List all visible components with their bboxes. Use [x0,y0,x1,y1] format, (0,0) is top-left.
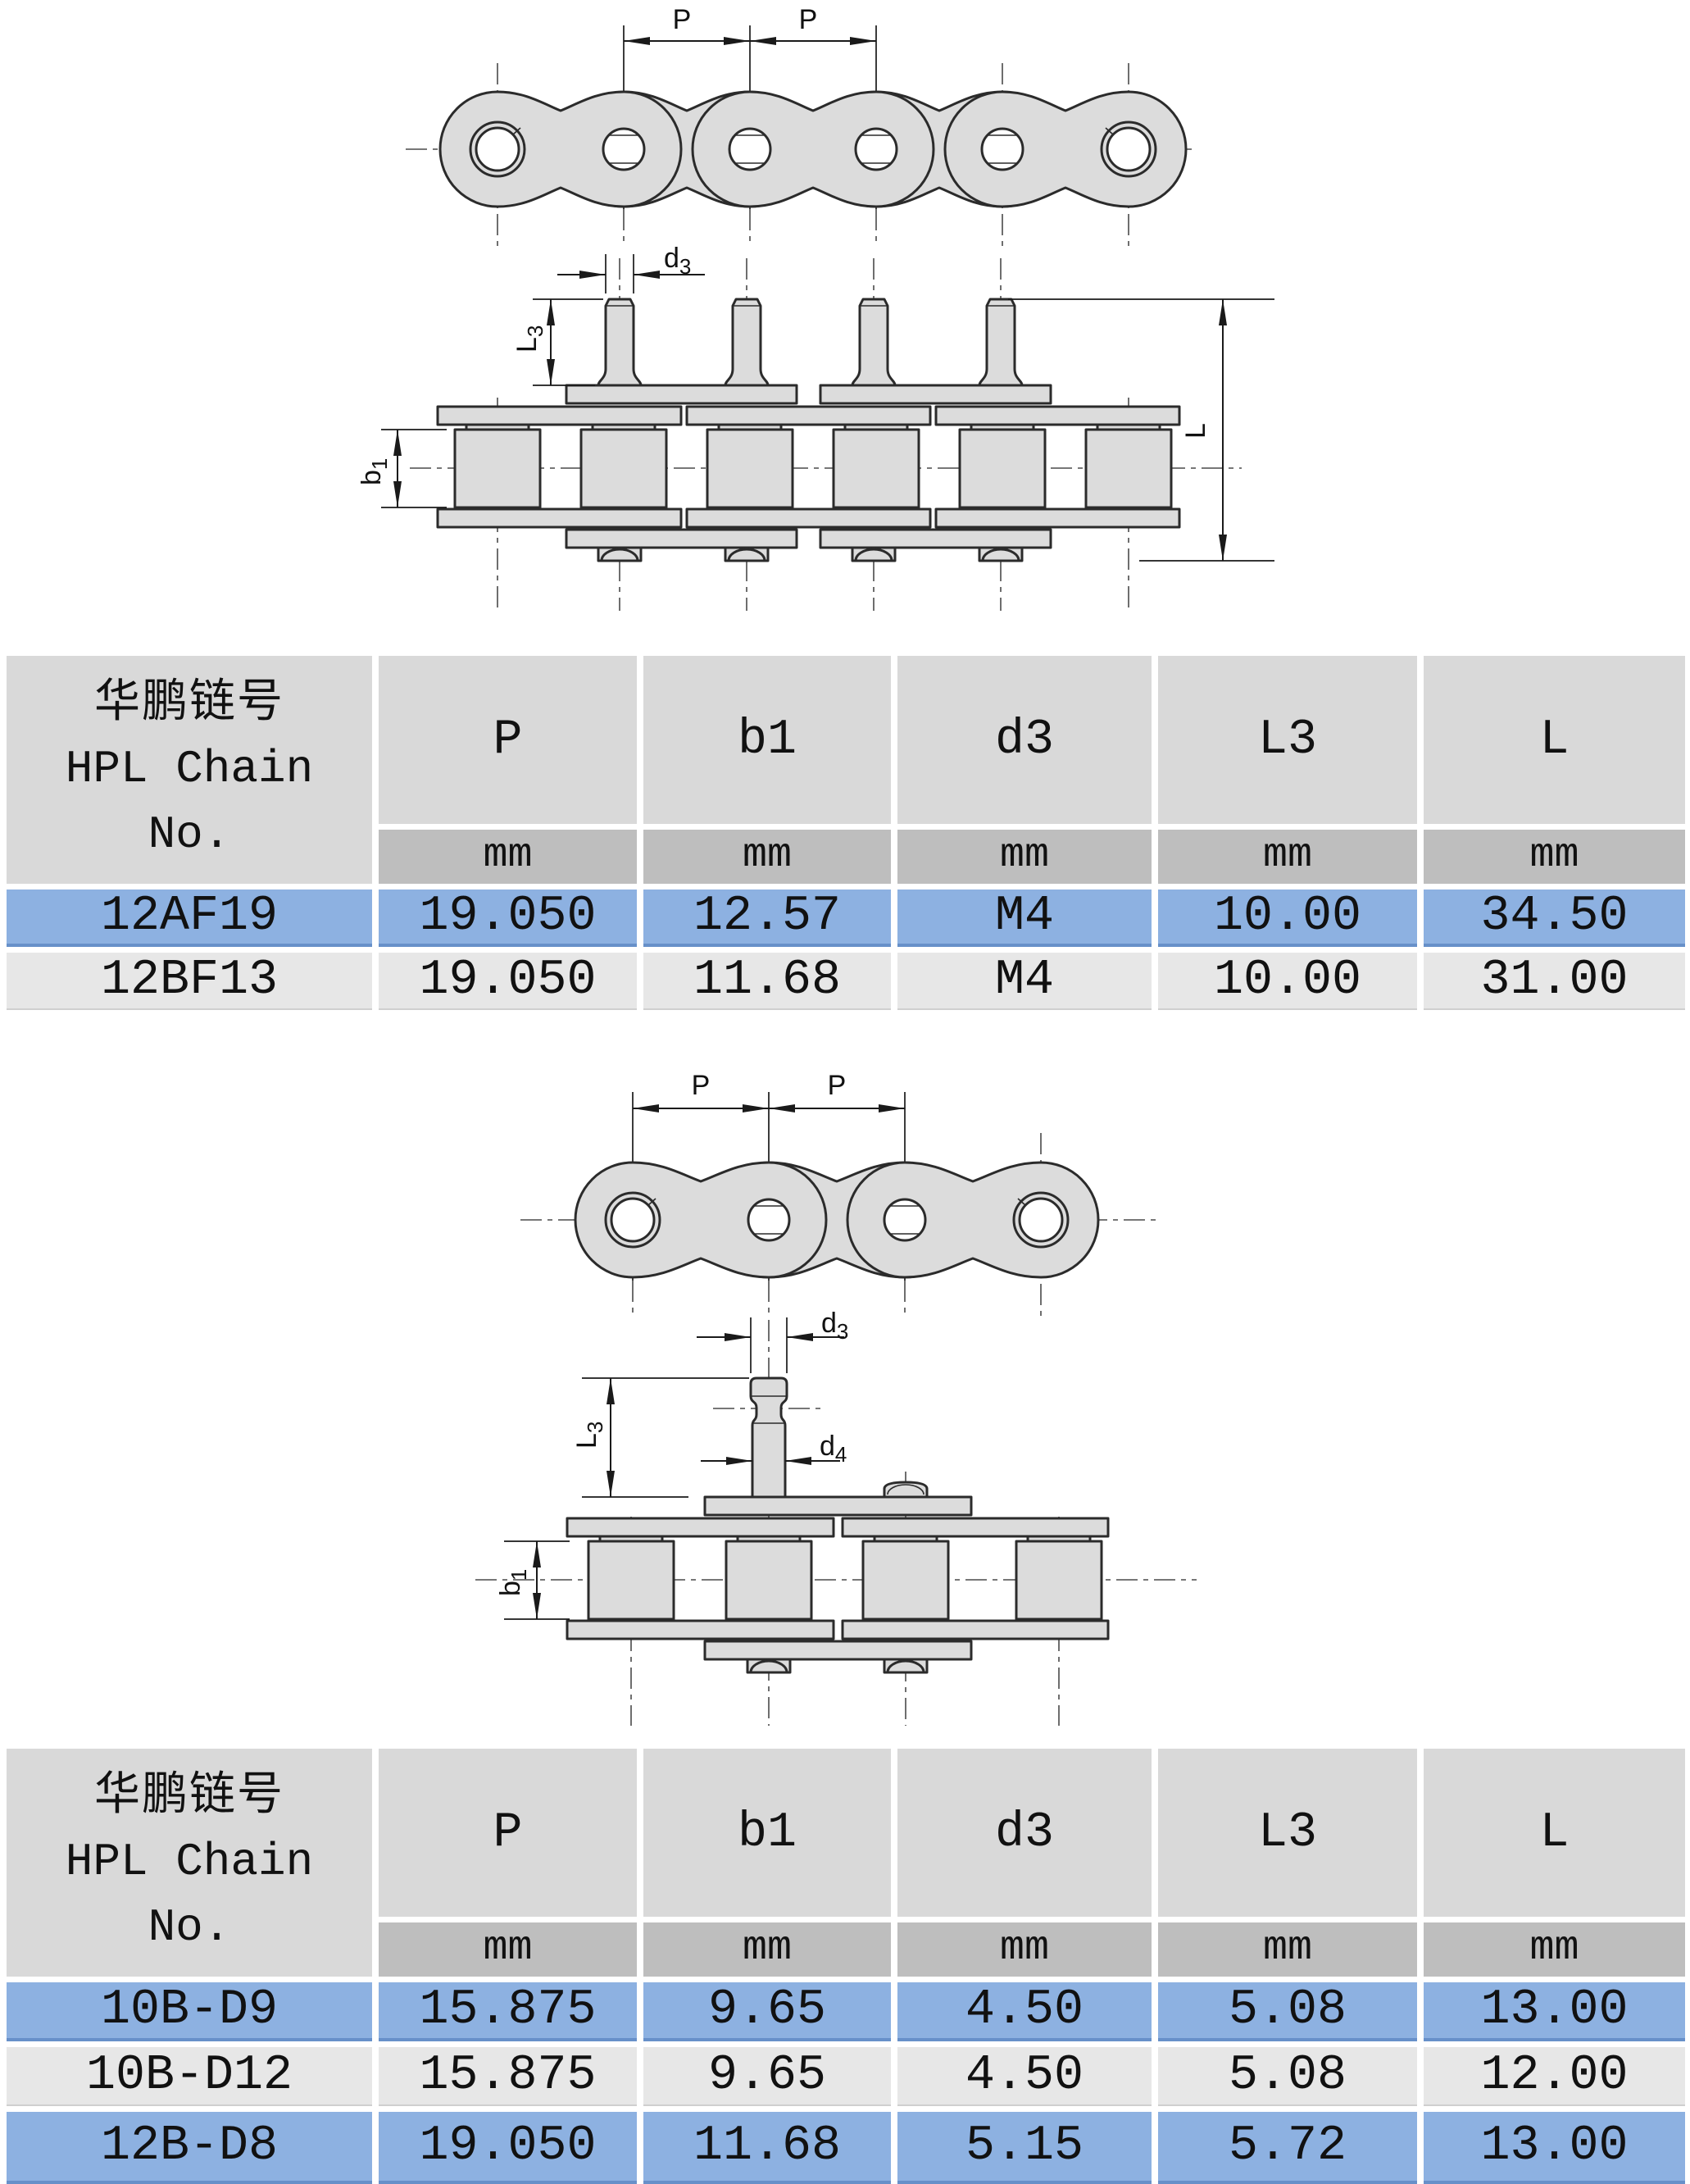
cell-b1: 11.68 [643,2112,891,2184]
cell-L3: 10.00 [1158,953,1417,1010]
cell-L: 13.00 [1424,1982,1685,2041]
pitch-label-2: P [828,1070,847,1101]
unit-cell: mm [897,1922,1152,1977]
extended-pin-chain-view-top: d3 L3 b1 L [361,243,1274,611]
cell-d3: 4.50 [897,1982,1152,2041]
extended-pin [749,1376,788,1499]
col-header-P: P [379,1749,637,1917]
unit-cell: mm [1158,830,1417,884]
col-header-L: L [1424,1749,1685,1917]
rollers [587,1535,1103,1621]
cell-L: 13.00 [1424,2112,1685,2184]
cell-L3: 10.00 [1158,889,1417,947]
col-header-b1: b1 [643,1749,891,1917]
L3-dimension: L3 [571,1377,749,1498]
chain-side-view-top: P P [406,4,1193,247]
L3-label: L3 [511,325,547,353]
cell-L: 12.00 [1424,2047,1685,2106]
chain-no-header: 华鹏链号 HPL Chain No. [7,656,372,884]
link-plates [436,384,1181,549]
cell-L: 34.50 [1424,889,1685,947]
col-header-b1: b1 [643,656,891,824]
unit-cell: mm [643,1922,891,1977]
single-extended-pin-view: d3 d4 L3 b1 [475,1308,1197,1726]
link-plates [566,1495,1110,1661]
cell-b1: 9.65 [643,1982,891,2041]
b1-label: b1 [361,458,392,485]
chain-no-header: 华鹏链号 HPL Chain No. [7,1749,372,1977]
col-header-L3: L3 [1158,1749,1417,1917]
chain-no-header-zh: 华鹏链号 [94,677,284,730]
extended-pins [597,298,1024,387]
cell-chain-no: 12B-D8 [7,2112,372,2184]
spec-table-bottom: 华鹏链号 HPL Chain No. P b1 d3 L3 L mm mm mm… [7,1749,1685,2184]
d3-label: d3 [664,243,691,279]
cell-d3: M4 [897,889,1152,947]
chain-no-header-en1: HPL Chain [65,743,314,796]
L3-dimension: L3 [511,298,603,386]
unit-cell: mm [897,830,1152,884]
cell-L3: 5.08 [1158,2047,1417,2106]
cell-chain-no: 12BF13 [7,953,372,1010]
col-header-d3: d3 [897,656,1152,824]
unit-cell: mm [1424,1922,1685,1977]
rivet-heads [597,546,1024,562]
cell-chain-no: 10B-D9 [7,1982,372,2041]
cell-P: 19.050 [379,953,637,1010]
unit-cell: mm [1424,830,1685,884]
cell-chain-no: 12AF19 [7,889,372,947]
d3-dimension: d3 [557,243,705,293]
cell-chain-no: 10B-D12 [7,2047,372,2106]
cell-b1: 9.65 [643,2047,891,2106]
cell-b1: 11.68 [643,953,891,1010]
cell-L3: 5.08 [1158,1982,1417,2041]
cell-d3: 4.50 [897,2047,1152,2106]
unit-cell: mm [379,1922,637,1977]
d3-label: d3 [821,1308,848,1344]
cell-P: 19.050 [379,889,637,947]
unit-cell: mm [379,830,637,884]
unit-cell: mm [643,830,891,884]
pitch-label-1: P [692,1070,711,1101]
chain-side-view-bottom: P P [520,1070,1156,1316]
pitch-dimension: P P [633,1070,905,1112]
d4-label: d4 [820,1431,847,1467]
link-plates [438,90,1188,208]
col-header-L3: L3 [1158,656,1417,824]
pitch-label-2: P [799,4,818,35]
b1-label: b1 [495,1569,531,1596]
col-header-L: L [1424,656,1685,824]
chain-no-header-en2: No. [148,808,231,861]
spec-table-top: 华鹏链号 HPL Chain No. P b1 d3 L3 L mm mm mm… [7,656,1685,1010]
unit-cell: mm [1158,1922,1417,1977]
cell-d3: 5.15 [897,2112,1152,2184]
d3-dimension: d3 [697,1308,848,1373]
b1-dimension: b1 [361,429,447,508]
pitch-label-1: P [673,4,692,35]
cell-b1: 12.57 [643,889,891,947]
L-label: L [1180,423,1211,439]
col-header-d3: d3 [897,1749,1152,1917]
chain-no-header-en1: HPL Chain [65,1836,314,1889]
top-rivet-head [883,1481,929,1499]
chain-no-header-en2: No. [148,1900,231,1954]
cell-d3: M4 [897,953,1152,1010]
d4-dimension: d4 [701,1431,847,1467]
cell-L: 31.00 [1424,953,1685,1010]
rivet-heads [746,1658,929,1674]
rollers [453,423,1173,509]
pitch-dimension: P P [624,4,876,45]
chain-no-header-zh: 华鹏链号 [94,1770,284,1823]
cell-P: 15.875 [379,2047,637,2106]
L-dimension: L [1008,298,1274,562]
cell-P: 15.875 [379,1982,637,2041]
b1-dimension: b1 [495,1540,570,1620]
col-header-P: P [379,656,637,824]
L3-label: L3 [571,1422,607,1449]
cell-P: 19.050 [379,2112,637,2184]
cell-L3: 5.72 [1158,2112,1417,2184]
